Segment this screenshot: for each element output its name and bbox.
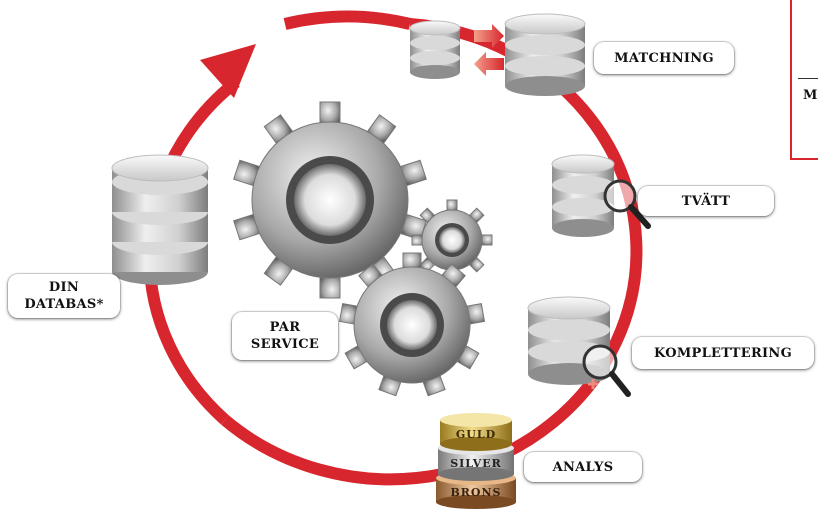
tier-label-guld: GULD bbox=[456, 428, 496, 441]
tvatt-database-icon bbox=[551, 154, 651, 237]
transfer-arrows-icon bbox=[474, 24, 504, 76]
database-icon bbox=[111, 154, 209, 285]
matchning-databases-icon bbox=[409, 13, 586, 96]
side-panel bbox=[790, 0, 818, 160]
cycle-arrowhead-icon bbox=[200, 44, 256, 98]
tvatt-label: TVÄTT bbox=[638, 186, 774, 216]
gears-icon bbox=[233, 101, 493, 397]
din-databas-line2: DATABAS* bbox=[24, 297, 104, 312]
side-panel-divider bbox=[798, 78, 818, 79]
analys-label: ANALYS bbox=[524, 452, 642, 482]
tier-stack-icon: BRONS SILVER GULD bbox=[436, 413, 516, 509]
din-databas-line1: DIN bbox=[48, 280, 80, 295]
par-service-line1: PAR bbox=[269, 320, 301, 335]
magnifier-icon bbox=[603, 179, 651, 229]
side-panel-text: M bbox=[803, 88, 818, 103]
tier-label-brons: BRONS bbox=[450, 486, 501, 499]
komplettering-database-icon bbox=[527, 296, 631, 397]
komplettering-label: KOMPLETTERING bbox=[632, 337, 814, 369]
matchning-label: MATCHNING bbox=[594, 42, 734, 74]
din-databas-label: DIN DATABAS* bbox=[8, 274, 120, 318]
magnifier-icon bbox=[582, 344, 631, 397]
tier-label-silver: SILVER bbox=[450, 457, 502, 470]
tier-guld: GULD bbox=[440, 413, 512, 451]
par-service-label: PAR SERVICE bbox=[232, 312, 338, 360]
par-service-line2: SERVICE bbox=[250, 337, 320, 352]
